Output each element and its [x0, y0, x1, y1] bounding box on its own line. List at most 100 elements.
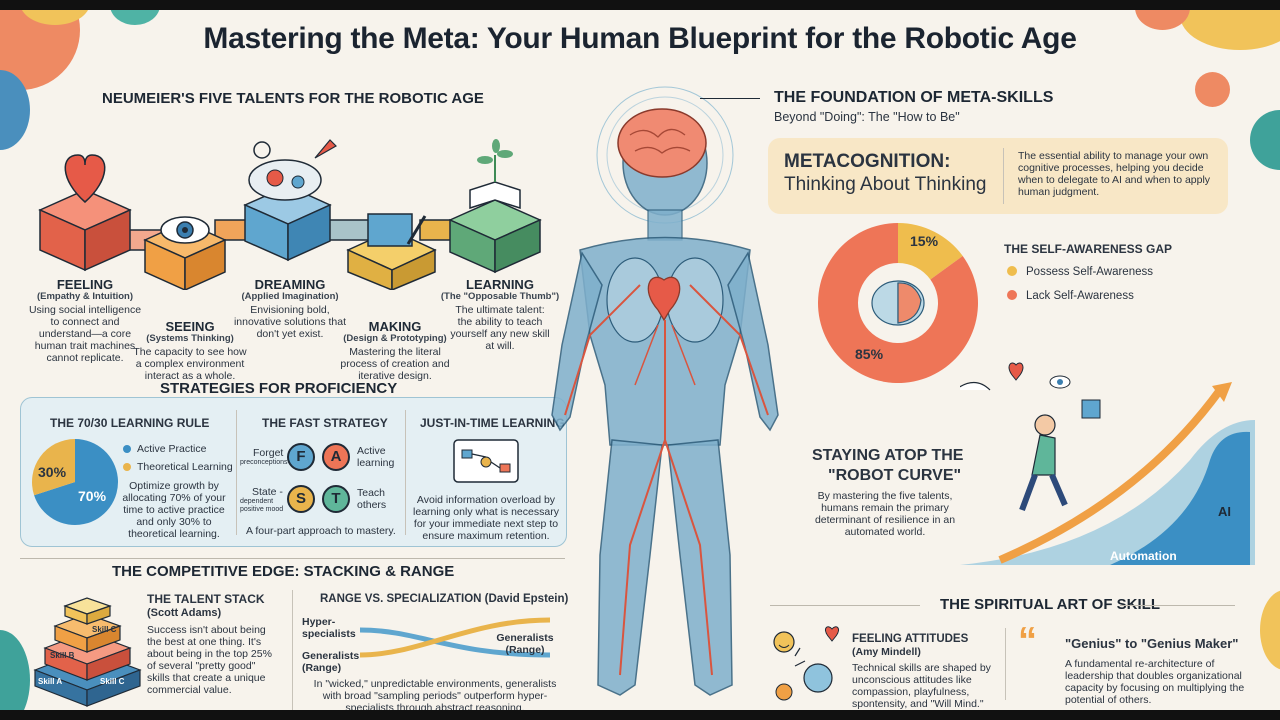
curve-automation-label: Automation: [1110, 549, 1177, 563]
legend-active-label: Active Practice: [137, 443, 207, 455]
legend-possess-label: Possess Self-Awareness: [1026, 266, 1153, 278]
metacognition-title: METACOGNITION:: [784, 151, 951, 172]
jit-flow-icon: [453, 439, 519, 483]
range-desc: In "wicked," unpredictable environments,…: [313, 678, 557, 710]
metacognition-divider: [1003, 148, 1004, 204]
curve-heading-2: "ROBOT CURVE": [828, 467, 962, 484]
stack-skill-c: Skill C: [100, 677, 125, 686]
making-subtitle: (Design & Prototyping): [343, 333, 447, 344]
foundation-pointer: [700, 98, 760, 99]
blob-top-left-yellow: [20, 10, 90, 25]
stack-skill-c-top: Skill C: [92, 625, 117, 634]
seeing-desc: The capacity to see how a complex enviro…: [133, 346, 247, 382]
blob-bottom-left: [0, 630, 30, 710]
fast-active: Active: [357, 445, 386, 457]
curve-ai-label: AI: [1218, 504, 1231, 519]
learning-desc: The ultimate talent: the ability to teac…: [450, 304, 550, 352]
genius-title: "Genius" to "Genius Maker": [1065, 636, 1239, 651]
feeling-title: FEELING: [56, 277, 114, 292]
legend-lack-label: Lack Self-Awareness: [1026, 290, 1134, 302]
fast-forget: Forget: [253, 447, 284, 459]
foundation-heading: THE FOUNDATION OF META-SKILLS: [774, 89, 1054, 106]
seeing-title: SEEING: [165, 319, 215, 334]
feeling-cube: [38, 154, 132, 272]
foundation-subtitle: Beyond "Doing": The "How to Be": [774, 110, 960, 124]
talents-illustration: [38, 139, 542, 290]
fast-state: State -: [252, 486, 283, 498]
range-hyper-label: Hyper-specialists: [302, 616, 356, 640]
pie-slice-active: [34, 439, 119, 525]
feeling-desc: Using social intelligence to connect and…: [28, 304, 142, 364]
rule-desc: Optimize growth by allocating 70% of you…: [122, 480, 226, 540]
blob-top-teal: [110, 10, 160, 25]
metacognition-desc: The essential ability to manage your own…: [1018, 150, 1211, 198]
making-title: MAKING: [368, 319, 422, 334]
dreaming-desc: Envisioning bold, innovative solutions t…: [233, 304, 347, 340]
donut-label-lack: 85%: [855, 346, 884, 362]
talents-heading: NEUMEIER'S FIVE TALENTS FOR THE ROBOTIC …: [102, 90, 484, 107]
feeling-attitudes-author: (Amy Mindell): [852, 646, 921, 658]
spiritual-divider: [1005, 628, 1006, 700]
letter-a: A: [322, 443, 350, 471]
range-curves: [360, 617, 551, 658]
legend-dot-lack: [1007, 290, 1017, 300]
fast-teach: Teach: [357, 487, 386, 499]
fast-active-2: learning: [357, 457, 395, 469]
donut-slice-possess: [898, 223, 963, 280]
fast-desc: A four-part approach to mastery.: [246, 525, 396, 537]
curve-heading-1: STAYING ATOP THE: [812, 447, 964, 464]
edge-heading: THE COMPETITIVE EDGE: STACKING & RANGE: [112, 563, 455, 580]
legend-dot-theory: [123, 463, 131, 471]
metacognition-subtitle: Thinking About Thinking: [784, 174, 987, 195]
self-awareness-donut-chart: [818, 223, 978, 383]
strategy-divider-1: [236, 410, 237, 535]
fast-heading: THE FAST STRATEGY: [262, 416, 388, 430]
fast-state-sub: dependent positive mood: [240, 498, 284, 513]
fast-teach-2: others: [357, 499, 387, 511]
blob-right-teal: [1250, 110, 1280, 170]
feeling-attitudes-title: FEELING ATTITUDES: [852, 633, 969, 645]
feeling-subtitle: (Empathy & Intuition): [36, 291, 134, 302]
letter-s: S: [287, 485, 315, 513]
genius-desc: A fundamental re-architecture of leaders…: [1065, 658, 1245, 706]
blob-bottom-right: [1260, 590, 1280, 670]
blob-top-right-red: [1135, 10, 1190, 30]
dreaming-title: DREAMING: [254, 277, 326, 292]
range-heading: RANGE VS. SPECIALIZATION (David Epstein): [320, 593, 569, 605]
spiritual-heading: THE SPIRITUAL ART OF SKILL: [940, 596, 1160, 613]
learning-title: LEARNING: [466, 277, 534, 292]
range-generalists-label: Generalists (Range): [302, 650, 360, 674]
feeling-attitudes-icons: [773, 626, 839, 701]
donut-label-possess: 15%: [910, 233, 939, 249]
legend-dot-active: [123, 445, 131, 453]
talent-stack-illustration: [33, 597, 142, 707]
stack-author: (Scott Adams): [147, 607, 222, 619]
making-desc: Mastering the literal process of creatio…: [340, 346, 450, 382]
learning-subtitle: (The "Opposable Thumb"): [440, 291, 560, 302]
stack-skill-a: Skill A: [38, 677, 63, 686]
seeing-cube: [143, 216, 227, 290]
fast-forget-sub: preconceptions: [240, 459, 288, 466]
rule-pie-chart: [31, 439, 119, 525]
pie-slice-theory: [31, 439, 75, 496]
rule-pct-active: 70%: [78, 488, 107, 504]
stack-heading: THE TALENT STACK: [147, 592, 265, 606]
legend-theory-label: Theoretical Learning: [137, 461, 233, 473]
seeing-subtitle: (Systems Thinking): [146, 333, 234, 344]
rule-pct-theory: 30%: [38, 464, 67, 480]
dreaming-subtitle: (Applied Imagination): [241, 291, 339, 302]
stack-desc: Success isn't about being the best at on…: [147, 624, 272, 696]
jit-desc: Avoid information overload by learning o…: [413, 494, 559, 542]
strategy-divider-2: [405, 410, 406, 535]
dreaming-cube: [243, 139, 337, 262]
edge-divider: [292, 590, 293, 710]
strategies-heading: STRATEGIES FOR PROFICIENCY: [160, 380, 398, 397]
learning-cube: [448, 139, 542, 274]
curve-desc: By mastering the five talents, humans re…: [814, 490, 956, 538]
legend-dot-possess: [1007, 266, 1017, 276]
spiritual-line-right: [1120, 605, 1235, 606]
section-divider-left: [20, 558, 565, 559]
feeling-attitudes-desc: Technical skills are shaped by unconscio…: [852, 662, 991, 710]
range-generalists-right: Generalists (Range): [496, 632, 554, 656]
page-title: Mastering the Meta: Your Human Blueprint…: [203, 22, 1077, 55]
